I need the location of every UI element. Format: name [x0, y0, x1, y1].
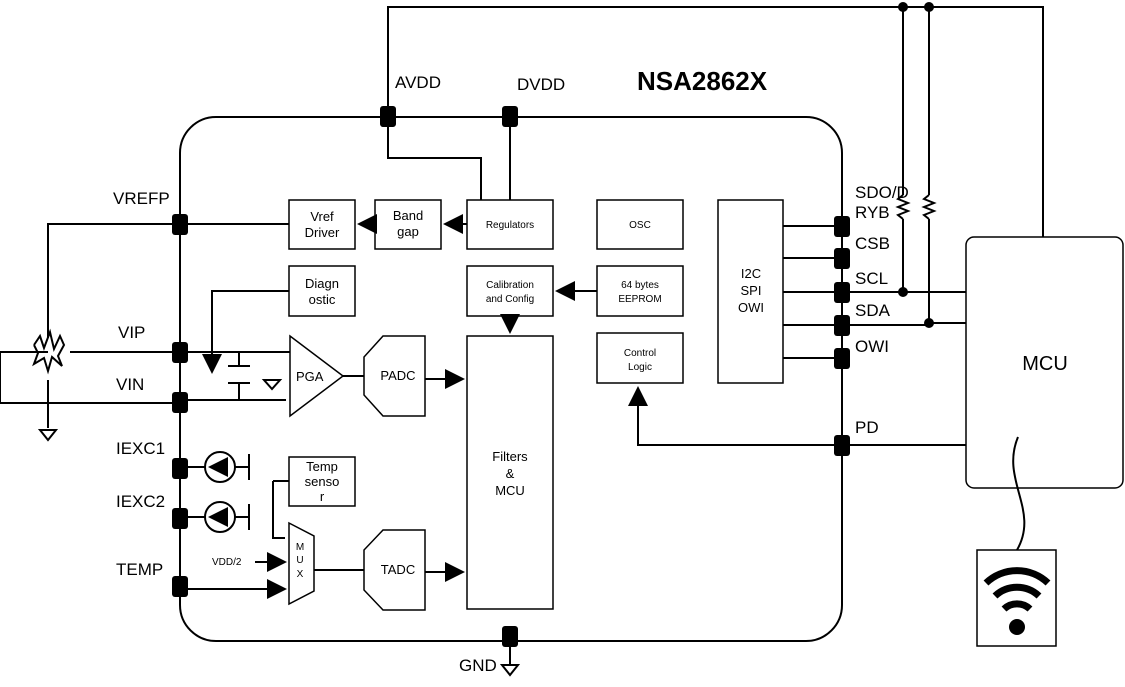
osc-label: OSC: [629, 220, 651, 231]
pin-pd: [834, 435, 850, 456]
label-iexc1: IEXC1: [116, 439, 165, 458]
pin-avdd: [380, 106, 396, 127]
label-sda: SDA: [855, 301, 891, 320]
antenna-cable: [1012, 436, 1026, 551]
calibration-label-1: Calibration: [486, 280, 534, 291]
temp-sensor-to-mux-line: [272, 480, 289, 539]
eeprom-label-2: EEPROM: [618, 294, 661, 305]
label-pd: PD: [855, 418, 879, 437]
mux-block: [288, 521, 315, 606]
pin-vin: [172, 392, 188, 413]
pin-temp: [172, 576, 188, 597]
label-gnd: GND: [459, 656, 497, 675]
pd-line: [628, 386, 966, 446]
scl-pullup-line: [902, 7, 966, 293]
bridge-left-line: [0, 352, 180, 404]
filters-label-1: Filters: [492, 449, 528, 464]
diagnostic-label-2: ostic: [309, 292, 336, 307]
interface-label-spi: SPI: [741, 283, 762, 298]
junction-dot: [898, 2, 908, 12]
eeprom-label-1: 64 bytes: [621, 280, 659, 291]
mux-label-m: M: [296, 542, 304, 553]
label-owi: OWI: [855, 337, 889, 356]
filters-mcu-block: [466, 335, 554, 610]
ground-symbol: [261, 379, 283, 391]
temp-sensor-label-1: Temp: [306, 459, 338, 474]
pin-iexc1: [172, 458, 188, 479]
regulators-label: Regulators: [486, 220, 534, 231]
vref-driver-block: [288, 199, 356, 250]
label-csb: CSB: [855, 234, 890, 253]
junction-dot: [924, 318, 934, 328]
label-avdd: AVDD: [395, 73, 441, 92]
filters-label-2: &: [506, 466, 515, 481]
bandgap-label-2: gap: [397, 224, 419, 239]
vdd2-label: VDD/2: [212, 557, 242, 568]
pin-dvdd: [502, 106, 518, 127]
external-mcu-block: [965, 236, 1124, 489]
interface-label-i2c: I2C: [741, 266, 761, 281]
pin-csb: [834, 248, 850, 269]
bandgap-label-1: Band: [393, 208, 423, 223]
padc-block: [363, 335, 426, 417]
control-logic-label-2: Logic: [628, 362, 652, 373]
vrefp-line: [47, 223, 289, 338]
label-vin: VIN: [116, 375, 144, 394]
label-vrefp: VREFP: [113, 189, 170, 208]
mux-label-u: U: [296, 555, 303, 566]
gnd-symbol: [499, 664, 521, 677]
label-sdo-line1: SDO/D: [855, 183, 909, 202]
tadc-label: TADC: [381, 562, 415, 577]
interface-label-owi: OWI: [738, 300, 764, 315]
wifi-icon: [983, 567, 1051, 635]
resistor-1: [895, 194, 911, 220]
calibration-block: [466, 265, 554, 317]
label-vip: VIP: [118, 323, 145, 342]
temp-sensor-block: [288, 456, 356, 507]
pin-vrefp: [172, 214, 188, 235]
resistor-2: [921, 194, 937, 220]
label-sdo-line2: RYB: [855, 203, 890, 222]
mcu-label: MCU: [1022, 353, 1068, 375]
pin-vip: [172, 342, 188, 363]
chip-title: NSA2862X: [637, 66, 768, 96]
diagnostic-block: [288, 265, 356, 317]
gnd-symbol-left: [37, 429, 59, 442]
pga-label: PGA: [296, 369, 324, 384]
power-bus: [387, 6, 1044, 237]
temp-sensor-label-2: senso: [305, 474, 340, 489]
eeprom-block: [596, 265, 684, 317]
pin-iexc2: [172, 508, 188, 529]
regulators-block: [466, 199, 554, 250]
sda-pullup-line: [928, 7, 966, 324]
label-dvdd: DVDD: [517, 75, 565, 94]
label-scl: SCL: [855, 269, 888, 288]
pin-sda: [834, 315, 850, 336]
pin-sdo: [834, 216, 850, 237]
mux-label-x: X: [297, 569, 304, 580]
interface-block: [717, 199, 784, 384]
diagnostic-line: [202, 290, 289, 374]
osc-block: [596, 199, 684, 250]
temp-sensor-label-3: r: [320, 489, 325, 504]
vref-driver-label-2: Driver: [305, 225, 340, 240]
pin-owi: [834, 348, 850, 369]
pin-scl: [834, 282, 850, 303]
label-iexc2: IEXC2: [116, 492, 165, 511]
control-logic-label-1: Control: [624, 348, 656, 359]
sensor-symbol: [32, 328, 66, 375]
junction-dot: [924, 2, 934, 12]
label-temp: TEMP: [116, 560, 163, 579]
padc-label: PADC: [380, 368, 415, 383]
pin-gnd: [502, 626, 518, 647]
tadc-block: [363, 529, 426, 611]
filters-label-3: MCU: [495, 483, 525, 498]
vref-driver-label-1: Vref: [310, 209, 334, 224]
avdd-line: [387, 117, 482, 200]
diagnostic-label-1: Diagn: [305, 276, 339, 291]
calibration-label-2: and Config: [486, 294, 534, 305]
control-logic-block: [596, 332, 684, 384]
pga-amplifier: [289, 334, 345, 418]
